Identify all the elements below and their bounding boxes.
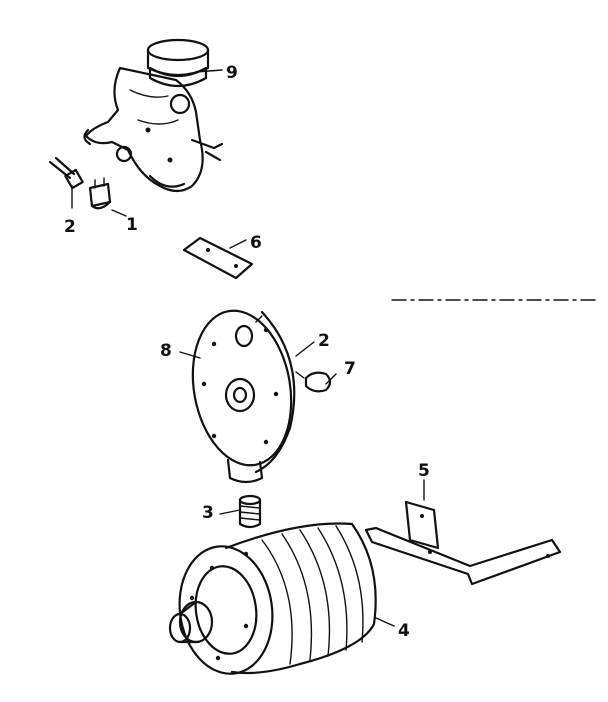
jet-part-2 (48, 156, 84, 190)
callout-2-top: 2 (64, 217, 76, 237)
carburetor-assembly (83, 38, 224, 193)
callout-2-mid: 2 (318, 331, 330, 351)
callout-1: 1 (126, 215, 138, 235)
callout-8: 8 (160, 341, 172, 361)
callout-7: 7 (344, 359, 356, 379)
callout-5: 5 (418, 461, 430, 481)
gasket-part-6 (182, 236, 254, 280)
leader-lines (71, 69, 425, 627)
callout-6: 6 (250, 233, 262, 253)
housing-cover-part-8 (191, 309, 296, 484)
callout-4: 4 (398, 621, 410, 641)
blower-body-part-4 (168, 522, 377, 675)
callout-3: 3 (202, 503, 214, 523)
nipple-part-3 (238, 494, 262, 529)
fitting-part-1 (88, 177, 112, 210)
callout-9: 9 (226, 63, 238, 83)
bracket-part-5 (364, 500, 562, 586)
plug-part-7 (295, 371, 332, 393)
